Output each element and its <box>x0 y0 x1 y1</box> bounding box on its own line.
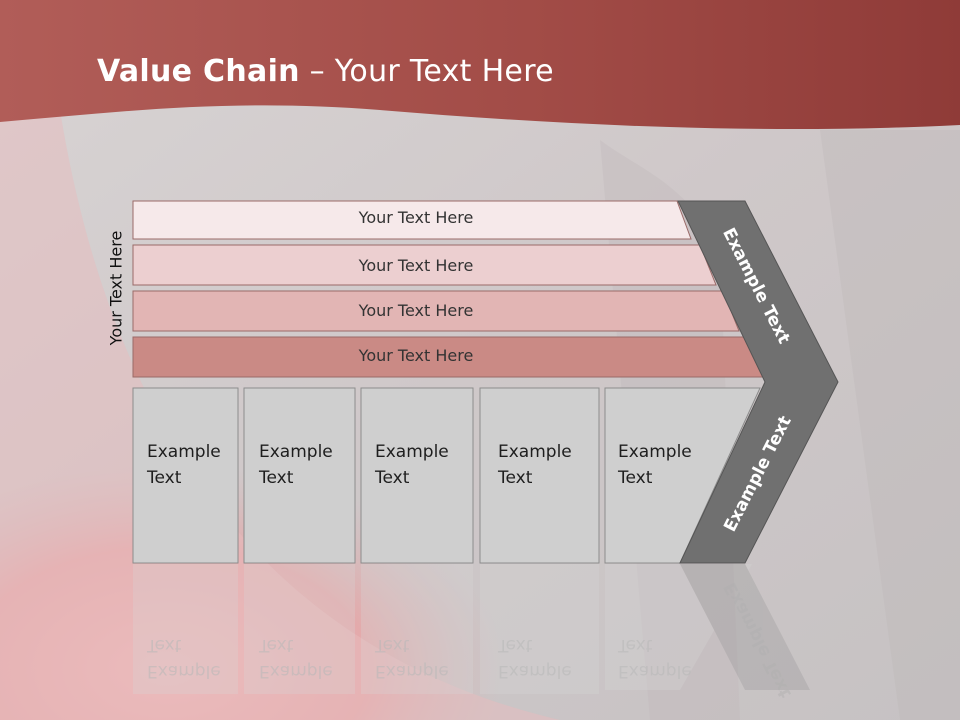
box-1 <box>132 387 239 564</box>
box-2 <box>243 387 356 564</box>
bar-label-3: Your Text Here <box>358 301 474 320</box>
box-reflection-4: Example Text <box>498 635 572 681</box>
slide-title: Value Chain – Your Text Here <box>97 54 554 89</box>
chevron-arrow <box>677 200 839 564</box>
box-reflection-1: Example Text <box>147 635 221 681</box>
bar-shape-3 <box>132 290 740 332</box>
title-rest: – Your Text Here <box>299 54 554 89</box>
title-bold: Value Chain <box>97 54 300 89</box>
box-label-5: Example Text <box>618 442 692 488</box>
reflection-group <box>133 564 810 694</box>
box-label-3: Example Text <box>375 442 449 488</box>
box-reflection-2: Example Text <box>259 635 333 681</box>
box-reflection-5: Example Text <box>618 635 692 681</box>
bar-label-4: Your Text Here <box>358 346 474 365</box>
bar-shape-1 <box>132 200 692 240</box>
box-4 <box>479 387 600 564</box>
bar-shape-2 <box>132 244 717 286</box>
bar-label-1: Your Text Here <box>358 208 474 227</box>
box-3 <box>360 387 474 564</box>
box-label-2: Example Text <box>259 442 333 488</box>
box-label-1: Example Text <box>147 442 221 488</box>
box-label-4: Example Text <box>498 442 572 488</box>
box-reflection-3: Example Text <box>375 635 449 681</box>
bar-label-2: Your Text Here <box>358 256 474 275</box>
